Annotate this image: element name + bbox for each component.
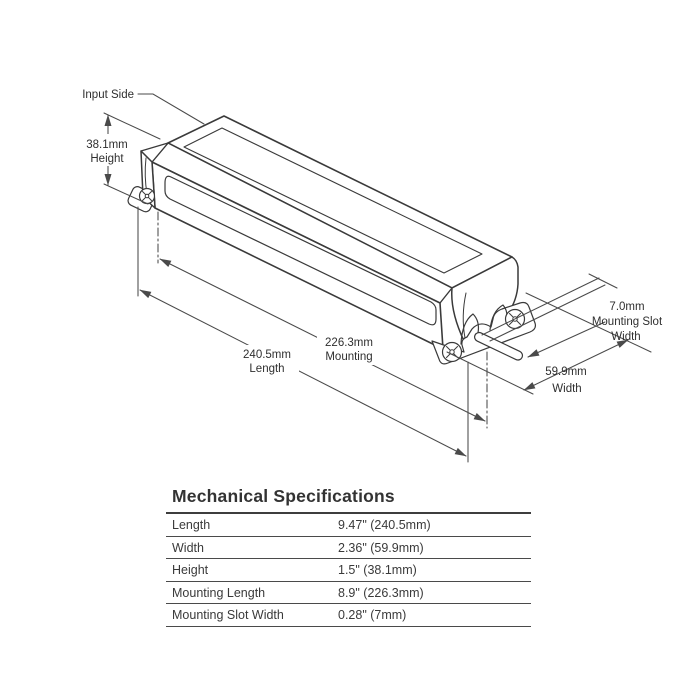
enclosure-body [127,115,537,365]
svg-text:Width: Width [611,331,640,343]
length-dimension-label: 240.5mm Length [243,349,291,375]
svg-text:Width: Width [552,383,581,395]
spec-value: 0.28" (7mm) [338,608,407,622]
spec-table-title: Mechanical Specifications [166,484,531,514]
spec-value: 2.36" (59.9mm) [338,540,424,555]
spec-value: 9.47" (240.5mm) [338,518,431,532]
table-row: Mounting Length 8.9" (226.3mm) [166,582,531,604]
svg-text:Mounting Slot: Mounting Slot [592,316,663,328]
spec-value: 1.5" (38.1mm) [338,563,417,577]
svg-text:226.3mm: 226.3mm [325,337,373,349]
slot-width-dimension-label: 7.0mm Mounting Slot Width [592,301,663,343]
mechanical-specifications-table: Mechanical Specifications Length 9.47" (… [166,484,531,627]
table-row: Height 1.5" (38.1mm) [166,559,531,582]
screw-icon [441,341,463,363]
spec-label: Mounting Slot Width [172,608,284,622]
spec-label: Height [172,563,209,577]
svg-text:240.5mm: 240.5mm [243,349,291,361]
mounting-dimension-label: 226.3mm Mounting [325,337,373,363]
svg-text:59.9mm: 59.9mm [545,366,587,378]
spec-label: Mounting Length [172,585,266,600]
width-dimension-label: 59.9mm Width [545,366,587,395]
spec-value: 8.9" (226.3mm) [338,585,424,600]
input-side-label: Input Side [82,89,134,101]
svg-text:38.1mm: 38.1mm [86,139,128,151]
top-face-panel [183,127,483,274]
svg-text:7.0mm: 7.0mm [609,301,644,313]
svg-text:Mounting: Mounting [325,351,372,363]
slot-width-dimension [481,273,618,358]
table-row: Length 9.47" (240.5mm) [166,514,531,537]
svg-text:Height: Height [90,153,124,165]
spec-label: Width [172,540,204,555]
label-halos [84,134,382,375]
input-side-leader [137,93,205,125]
spec-label: Length [172,518,211,532]
table-row: Mounting Slot Width 0.28" (7mm) [166,604,531,627]
table-row: Width 2.36" (59.9mm) [166,537,531,559]
mechanical-drawing: Input Side 38.1mm Height 240.5mm Length … [82,89,663,463]
height-dimension-label: 38.1mm Height [86,139,128,165]
svg-text:Length: Length [249,363,284,375]
